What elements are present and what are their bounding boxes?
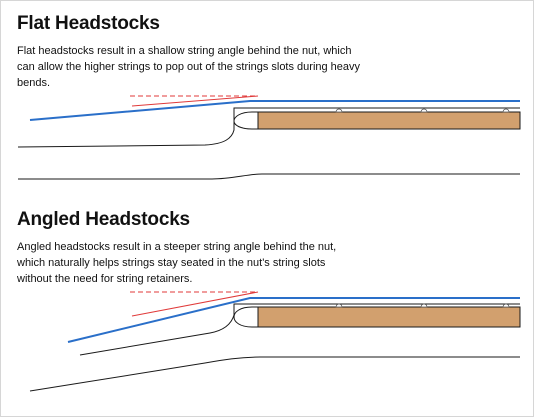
fret [335,108,343,113]
flat-headstocks-description: Flat headstocks result in a shallow stri… [17,45,361,89]
fret [502,108,510,113]
fretboard [257,306,521,328]
frets [335,108,510,113]
angled-headstocks-title: Angled Headstocks [17,209,190,230]
string-angle-line [131,95,259,107]
flat-headstocks-title: Flat Headstocks [17,13,160,34]
fret [335,303,343,308]
nut [233,111,259,130]
string [29,100,520,121]
fret [420,303,428,308]
string-angle-line [131,291,259,317]
neck-outline [17,107,520,180]
angled-headstock-diagram [29,291,521,392]
fret [420,108,428,113]
fretboard [257,111,521,130]
angled-headstocks-description: Angled headstocks result in a steeper st… [17,241,337,285]
fret [502,303,510,308]
string [67,297,520,343]
frets [335,303,510,308]
nut [233,306,259,328]
flat-headstock-diagram [17,95,521,180]
